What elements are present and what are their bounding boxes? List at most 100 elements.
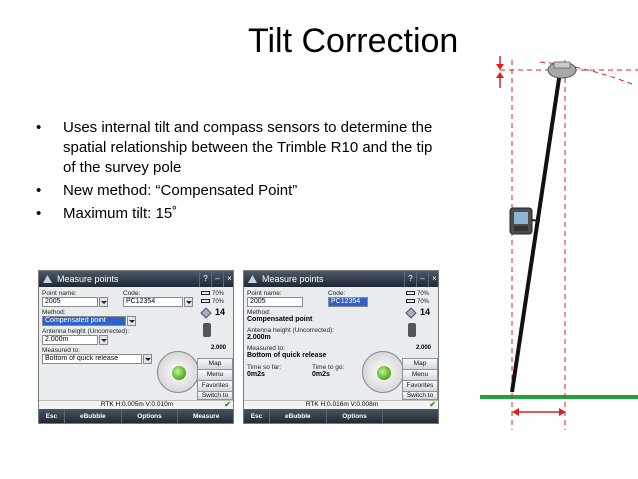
window-title: Measure points [262, 274, 324, 284]
bullet-item: • New method: “Compensated Point” [36, 181, 436, 201]
method-select[interactable]: Compensated point [42, 316, 126, 326]
bullet-symbol: • [36, 182, 42, 199]
code-field[interactable]: PC12354 [328, 297, 368, 307]
check-icon: ✔ [224, 400, 231, 409]
check-icon: ✔ [429, 400, 436, 409]
battery-status-2: 70% [201, 299, 224, 305]
time-to-go-value: 0m2s [312, 371, 330, 378]
battery-icon [201, 291, 210, 296]
method-dropdown[interactable] [127, 316, 136, 326]
battery-icon [406, 299, 415, 304]
measure-points-screen-2: Measure points ? – × Point name: 2005 Co… [243, 270, 439, 424]
esc-button[interactable]: Esc [244, 409, 270, 423]
rtk-precision: RTK H:0.016m V:0.008m [305, 401, 379, 408]
arrow-right-icon [559, 408, 566, 416]
satellite-icon [200, 307, 212, 319]
window-controls: ? – × [404, 271, 438, 287]
help-button[interactable]: ? [404, 271, 416, 287]
switch-to-button[interactable]: Switch to [197, 391, 233, 400]
softkey-bar: Esc eBubble Options [244, 409, 438, 423]
measured-to-select[interactable]: Bottom of quick release [42, 354, 142, 364]
satellite-icon [405, 307, 417, 319]
antenna-height-value: 2.000m [247, 334, 271, 341]
trimble-logo-icon [248, 275, 257, 283]
bullet-list: • Uses internal tilt and compass sensors… [36, 118, 436, 227]
point-name-label: Point name: [247, 290, 282, 297]
rtk-precision: RTK H:0.005m V:0.010m [100, 401, 174, 408]
antenna-height-label: Antenna height (Uncorrected): [42, 328, 130, 335]
measured-to-value: Bottom of quick release [247, 352, 327, 359]
antenna-height-label: Antenna height (Uncorrected): [247, 327, 335, 334]
bullet-symbol: • [36, 205, 42, 222]
ebubble-button[interactable]: eBubble [270, 409, 327, 423]
bullet-text: Maximum tilt: 15˚ [63, 205, 178, 222]
method-label: Method: [247, 309, 271, 316]
code-field[interactable]: PC12354 [123, 297, 183, 307]
controller-screen [514, 212, 528, 224]
bullet-symbol: • [36, 119, 42, 136]
window-controls: ? – × [199, 271, 233, 287]
bullet-text: Uses internal tilt and compass sensors t… [63, 119, 433, 176]
ebubble-level [157, 351, 199, 393]
battery-icon [406, 291, 415, 296]
bullet-text: New method: “Compensated Point” [63, 182, 298, 199]
tilt-arc-line [539, 61, 633, 85]
bullet-item: • Uses internal tilt and compass sensors… [36, 118, 436, 178]
method-label: Method: [42, 309, 66, 316]
switch-to-button[interactable]: Switch to [402, 391, 438, 400]
method-value: Compensated point [247, 316, 313, 323]
empty-softkey[interactable] [383, 409, 438, 423]
ebubble-button[interactable]: eBubble [65, 409, 122, 423]
trimble-logo-icon [43, 275, 52, 283]
rtk-status-bar: RTK H:0.005m V:0.010m ✔ [39, 400, 233, 409]
point-name-field[interactable]: 2005 [42, 297, 98, 307]
tilt-diagram [470, 40, 638, 440]
time-so-far-value: 0m2s [247, 371, 265, 378]
antenna-height-dropdown[interactable] [99, 335, 108, 345]
battery-status-1: 70% [406, 291, 429, 297]
slide-title: Tilt Correction [248, 22, 459, 60]
rtk-status-bar: RTK H:0.016m V:0.008m ✔ [244, 400, 438, 409]
battery-status-2: 70% [406, 299, 429, 305]
survey-pole [510, 71, 562, 393]
measure-points-screen-1: Measure points ? – × Point name: 2005 Co… [38, 270, 234, 424]
battery-status-1: 70% [201, 291, 224, 297]
esc-button[interactable]: Esc [39, 409, 65, 423]
minimize-button[interactable]: – [211, 271, 223, 287]
measured-to-dropdown[interactable] [143, 354, 152, 364]
code-dropdown[interactable] [184, 297, 193, 307]
point-name-dropdown[interactable] [99, 297, 108, 307]
antenna-height-field[interactable]: 2.000m [42, 335, 98, 345]
arrow-left-icon [512, 408, 519, 416]
arrow-head-icon [496, 72, 504, 78]
close-button[interactable]: × [223, 271, 233, 287]
window-titlebar: Measure points ? – × [39, 271, 233, 287]
bubble-icon [377, 366, 391, 380]
receiver-icon [408, 323, 416, 337]
code-label: Code: [123, 290, 141, 297]
tilt-diagram-svg [480, 56, 638, 430]
measured-to-label: Measured to: [247, 345, 285, 352]
controller-mount [531, 219, 541, 222]
controller-keypad [514, 226, 528, 231]
code-label: Code: [328, 290, 346, 297]
window-title: Measure points [57, 274, 119, 284]
time-to-go-label: Time to go: [312, 364, 345, 371]
ebubble-level [362, 351, 404, 393]
softkey-bar: Esc eBubble Options Measure [39, 409, 233, 423]
close-button[interactable]: × [428, 271, 438, 287]
antenna-height-value: 2.000 [416, 345, 432, 351]
battery-icon [201, 299, 210, 304]
bullet-item: • Maximum tilt: 15˚ [36, 204, 436, 224]
minimize-button[interactable]: – [416, 271, 428, 287]
satellite-count: 14 [420, 307, 431, 317]
arrow-head-icon [496, 64, 504, 70]
point-name-field[interactable]: 2005 [247, 297, 303, 307]
measure-button[interactable]: Measure [178, 409, 233, 423]
options-button[interactable]: Options [122, 409, 179, 423]
receiver-cap [553, 61, 571, 69]
help-button[interactable]: ? [199, 271, 211, 287]
time-so-far-label: Time so far: [247, 364, 282, 371]
measured-to-label: Measured to: [42, 347, 80, 354]
options-button[interactable]: Options [327, 409, 384, 423]
